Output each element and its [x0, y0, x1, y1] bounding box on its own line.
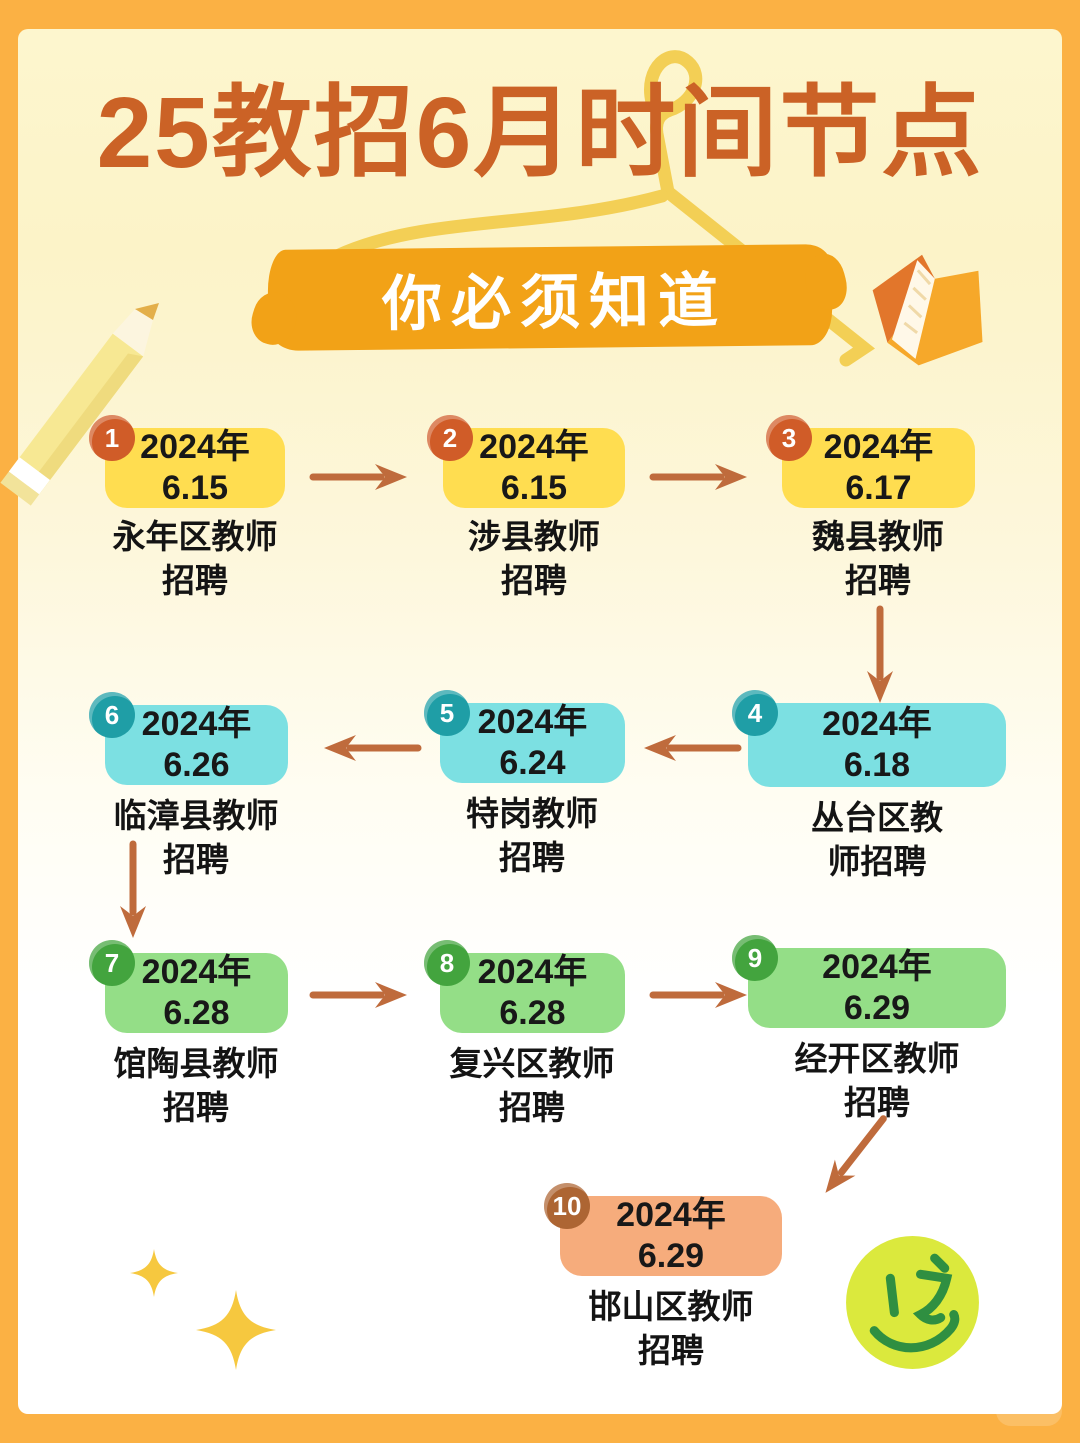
subtitle-text: 你必须知道	[381, 267, 728, 338]
arrow-1-to-2-icon	[309, 464, 407, 490]
node-label: 丛台区教师招聘	[811, 799, 943, 880]
arrow-7-to-8-icon	[309, 982, 407, 1008]
node-label: 邯山区教师招聘	[588, 1288, 754, 1369]
step-number-badge: 3	[766, 415, 812, 461]
step-number-badge: 1	[89, 415, 135, 461]
arrow-8-to-9-icon	[649, 982, 747, 1008]
step-number-badge: 8	[424, 940, 470, 986]
step-number-badge: 2	[427, 415, 473, 461]
node-label: 特岗教师招聘	[466, 795, 598, 876]
arrow-2-to-3-icon	[649, 464, 747, 490]
node-label: 经开区教师招聘	[794, 1040, 960, 1121]
arrow-4-to-5-icon	[644, 735, 742, 761]
node-label: 复兴区教师招聘	[449, 1045, 615, 1126]
step-number-badge: 9	[732, 935, 778, 981]
arrow-3-to-4-icon	[867, 605, 893, 703]
arrow-9-to-10-icon	[825, 1115, 887, 1193]
book-illustration-icon	[872, 254, 983, 366]
subtitle-banner: 你必须知道	[267, 244, 833, 351]
sparkle-icon	[196, 1290, 276, 1370]
poster-title: 25教招6月时间节点	[96, 77, 984, 189]
node-label: 永年区教师招聘	[112, 518, 278, 599]
step-number-badge: 10	[544, 1183, 590, 1229]
smiley-face-icon	[846, 1236, 979, 1369]
step-number-badge: 7	[89, 940, 135, 986]
node-label: 魏县教师招聘	[812, 518, 944, 599]
node-label: 涉县教师招聘	[468, 518, 600, 599]
sparkle-icon	[130, 1249, 178, 1297]
step-number-badge: 4	[732, 690, 778, 736]
arrow-5-to-6-icon	[324, 735, 422, 761]
arrow-6-to-7-icon	[120, 840, 146, 938]
node-label: 临漳县教师招聘	[113, 797, 279, 878]
watermark-pill	[996, 1396, 1062, 1426]
pencil-illustration-icon	[0, 303, 159, 506]
node-label: 馆陶县教师招聘	[113, 1045, 279, 1126]
step-number-badge: 6	[89, 692, 135, 738]
step-number-badge: 5	[424, 690, 470, 736]
